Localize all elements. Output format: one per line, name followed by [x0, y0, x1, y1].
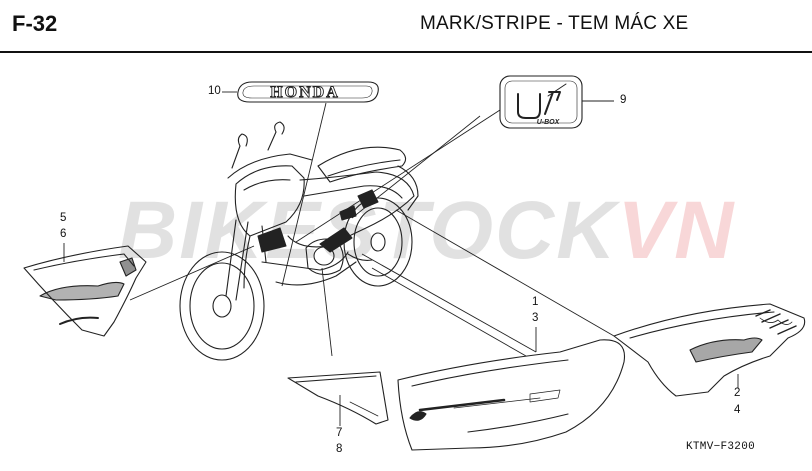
reference-code: KTMV−F3200	[686, 441, 756, 453]
callout-9: 9	[620, 94, 627, 106]
callout-3: 3	[532, 312, 539, 324]
rear-cowl-stripe[interactable]	[613, 303, 806, 397]
large-body-stripe[interactable]	[397, 339, 626, 451]
callout-6: 6	[60, 228, 67, 240]
callout-1: 1	[532, 296, 539, 308]
wave-emblem-text: U-BOX	[537, 119, 561, 126]
callout-5: 5	[60, 212, 67, 224]
honda-emblem-text: HONDA	[270, 84, 340, 101]
callout-8: 8	[336, 443, 343, 455]
header-rule	[0, 51, 812, 53]
motorcycle-illustration	[179, 121, 419, 361]
wave-emblem[interactable]	[499, 75, 583, 129]
callout-4: 4	[734, 404, 741, 416]
honda-emblem[interactable]	[237, 81, 379, 103]
callout-2: 2	[734, 387, 741, 399]
page-code: F-32	[12, 11, 58, 36]
callout-7: 7	[336, 427, 343, 439]
leader-lines	[63, 91, 739, 426]
side-emblem-left[interactable]	[23, 245, 147, 337]
callout-10: 10	[208, 85, 221, 97]
page-title: MARK/STRIPE - TEM MÁC XE	[420, 13, 689, 34]
small-stripe[interactable]	[287, 371, 389, 425]
